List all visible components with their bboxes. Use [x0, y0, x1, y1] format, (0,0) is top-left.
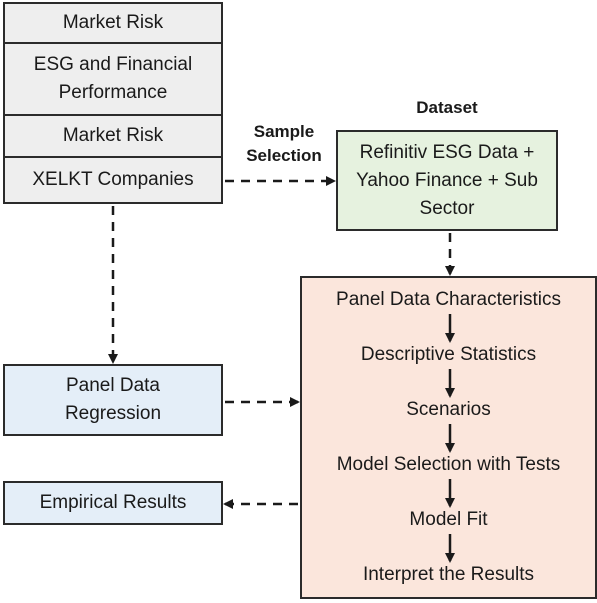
left-box-market-risk-2-text: Market Risk: [62, 125, 164, 146]
step-interpret-the-results-text: Interpret the Results: [362, 564, 535, 585]
step-model-selection-with-tests-text: Model Selection with Tests: [336, 454, 561, 475]
step-scenarios: Scenarios: [300, 398, 597, 422]
step-panel-data-characteristics-text: Panel Data Characteristics: [336, 289, 561, 310]
left-box-esg-financial-performance-text: ESG and Financial Performance: [33, 54, 193, 103]
dataset-box: Refinitiv ESG Data + Yahoo Finance + Sub…: [336, 130, 558, 231]
step-panel-data-characteristics: Panel Data Characteristics: [300, 288, 597, 312]
panel-data-regression-box: Panel Data Regression: [3, 364, 223, 436]
left-box-market-risk-1-text: Market Risk: [62, 12, 164, 33]
step-model-fit: Model Fit: [300, 508, 597, 532]
sample-selection-label-text: Sample Selection: [246, 122, 322, 165]
dataset-box-text: Refinitiv ESG Data + Yahoo Finance + Sub…: [356, 141, 538, 219]
left-box-market-risk-1: Market Risk: [3, 2, 223, 44]
empirical-results-box: Empirical Results: [3, 481, 223, 525]
step-scenarios-text: Scenarios: [406, 399, 491, 420]
step-descriptive-statistics-text: Descriptive Statistics: [360, 344, 537, 365]
sample-selection-label: Sample Selection: [234, 120, 334, 168]
left-box-xelkt-companies-text: XELKT Companies: [32, 169, 194, 190]
step-model-selection-with-tests: Model Selection with Tests: [300, 453, 597, 477]
process-panel: [300, 276, 597, 599]
panel-data-regression-text: Panel Data Regression: [64, 375, 162, 424]
empirical-results-text: Empirical Results: [39, 492, 187, 513]
step-model-fit-text: Model Fit: [409, 509, 488, 530]
left-box-xelkt-companies: XELKT Companies: [3, 156, 223, 204]
dataset-title-text: Dataset: [416, 98, 478, 117]
step-descriptive-statistics: Descriptive Statistics: [300, 343, 597, 367]
left-box-esg-financial-performance: ESG and Financial Performance: [3, 42, 223, 116]
dataset-title: Dataset: [336, 96, 558, 120]
step-interpret-the-results: Interpret the Results: [300, 563, 597, 587]
